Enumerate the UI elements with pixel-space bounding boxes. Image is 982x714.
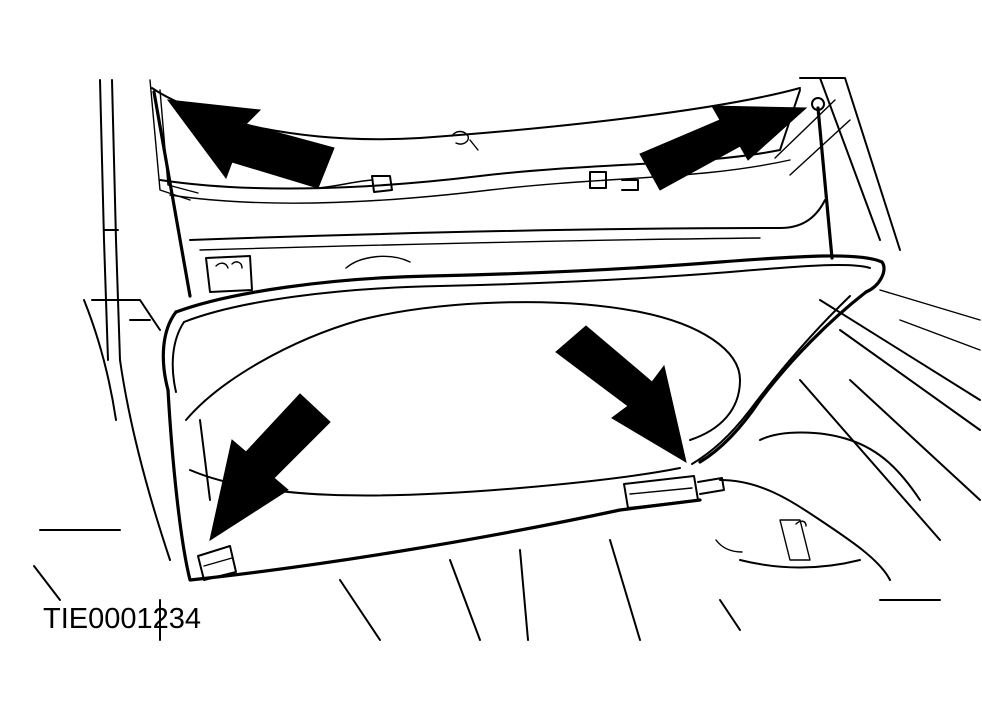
body-outline: [33, 299, 641, 641]
arrow-upper-right: [639, 105, 808, 191]
arrow-lower-left: [209, 393, 331, 542]
arrow-lower-right: [555, 325, 687, 464]
luggage-compartment: [715, 289, 981, 631]
parcel-shelf: [161, 254, 886, 582]
support-strings: [152, 90, 834, 298]
arrow-upper-left: [166, 99, 335, 189]
figure-reference-code: TIE0001234: [43, 603, 202, 635]
